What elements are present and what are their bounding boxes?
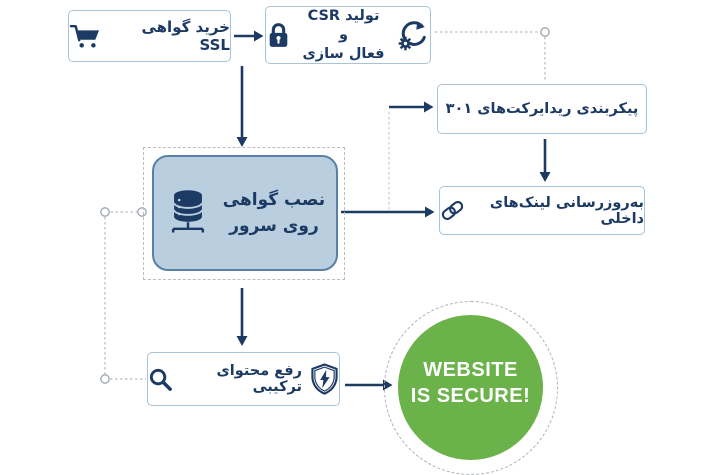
node-generate-csr-label: تولید CSR و فعال سازی — [302, 7, 385, 62]
node-install-certificate: نصب گواهی روی سرور — [152, 155, 338, 271]
node-update-internal-links-label: به‌روزرسانی لینک‌های داخلی — [489, 194, 644, 227]
arrow-install-to-mixed — [236, 288, 248, 346]
padlock-icon — [269, 22, 288, 47]
shopping-cart-icon — [69, 24, 99, 48]
secure-badge: WEBSITE IS SECURE! — [398, 315, 543, 460]
dashed-connector-install-to-mixed — [100, 207, 147, 384]
arrow-install-to-links — [341, 206, 435, 218]
connector-handle — [540, 27, 550, 37]
node-buy-ssl: خرید گواهی SSL — [68, 10, 231, 62]
node-fix-mixed-content: رفع محتوای ترکیبی — [147, 352, 340, 406]
node-fix-mixed-content-label: رفع محتوای ترکیبی — [216, 363, 303, 395]
shield-bolt-icon — [311, 362, 338, 395]
dashed-connector-csr-to-redirects — [435, 27, 550, 82]
connector-handle — [100, 374, 110, 384]
chain-link-icon — [441, 201, 464, 220]
node-generate-csr: تولید CSR و فعال سازی — [265, 6, 431, 64]
arrow-buy-to-csr — [234, 30, 264, 42]
flowchart-canvas: خرید گواهی SSL تولید CSR و فعال سازی — [68, 6, 647, 475]
secure-badge-label: WEBSITE IS SECURE! — [410, 359, 531, 407]
magnifier-icon — [149, 368, 172, 391]
refresh-gear-icon — [398, 21, 426, 51]
arrow-buy-to-install — [236, 66, 248, 147]
connector-handle — [100, 207, 110, 217]
node-301-redirects-label: پیکربندی ریدایرکت‌های ۳۰۱ — [445, 101, 639, 117]
arrow-branch-to-redirects — [388, 101, 434, 211]
node-update-internal-links: به‌روزرسانی لینک‌های داخلی — [439, 186, 645, 235]
arrow-redirects-to-links — [539, 139, 551, 182]
server-database-icon — [171, 190, 204, 233]
node-install-certificate-label: نصب گواهی روی سرور — [222, 190, 326, 236]
node-301-redirects: پیکربندی ریدایرکت‌های ۳۰۱ — [437, 84, 647, 134]
node-buy-ssl-label: خرید گواهی SSL — [141, 18, 230, 54]
